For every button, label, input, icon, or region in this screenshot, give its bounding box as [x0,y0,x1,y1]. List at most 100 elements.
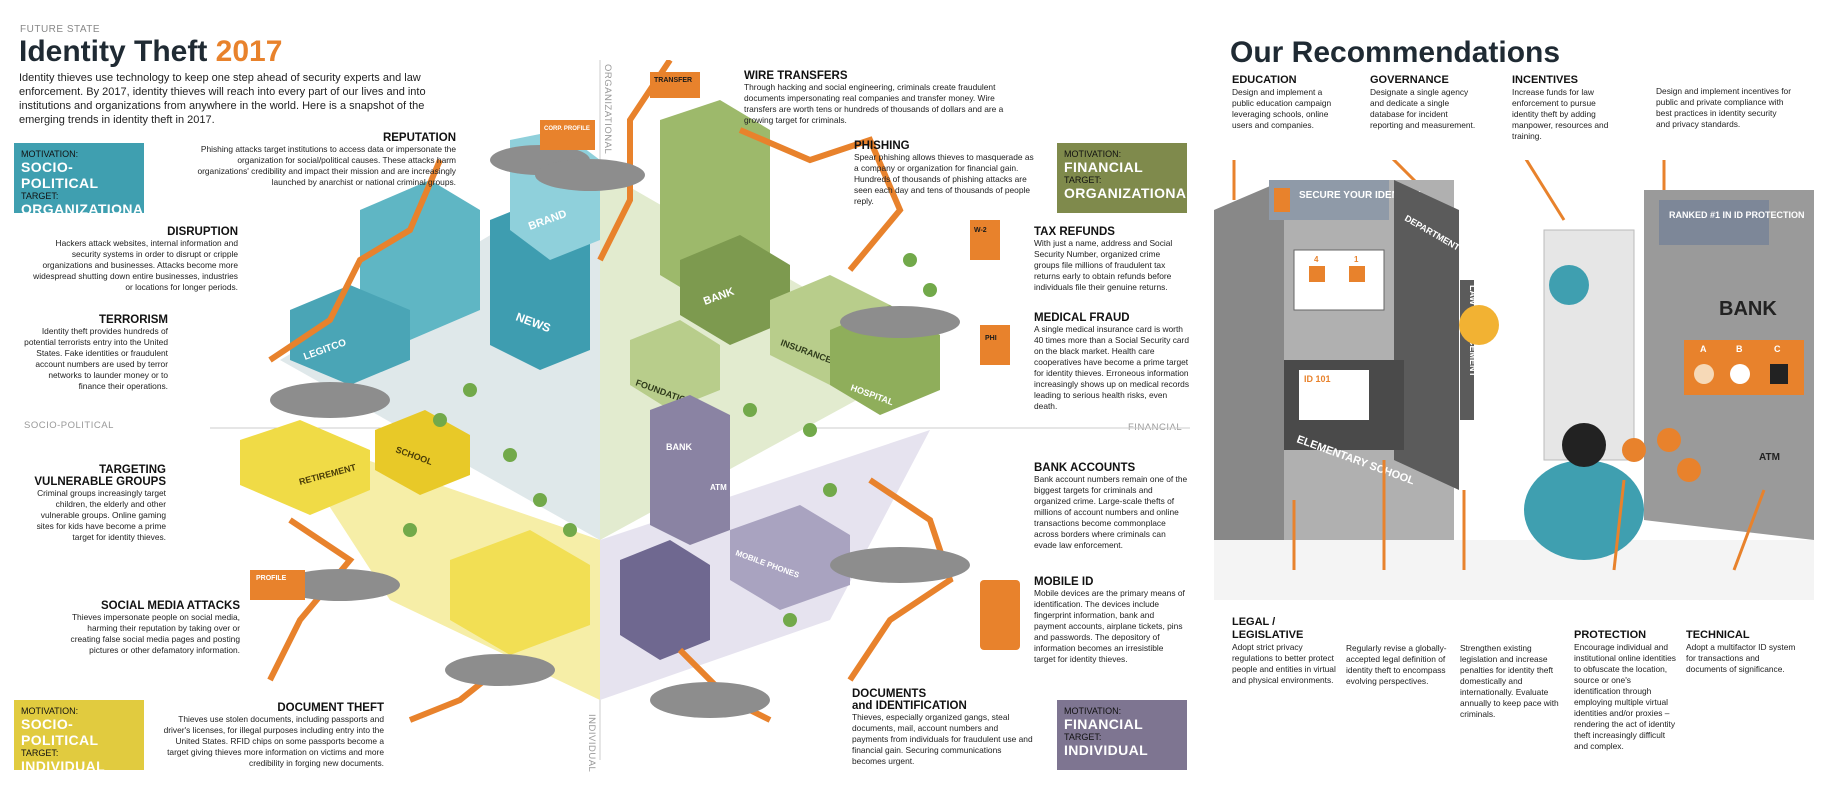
rec-legal-3-text: Strengthen existing legislation and incr… [1460,643,1559,719]
label-billboard: SECURE YOUR IDENTITY [1299,190,1421,201]
building-bank-green [680,235,790,345]
sun-circle [1459,305,1499,345]
keypad-icon [1770,364,1788,384]
man-head [1562,423,1606,467]
motivation-box-socio-org: MOTIVATION: SOCIO-POLITICAL TARGET: ORGA… [14,143,152,217]
board-note-1 [1309,266,1325,282]
rec-technical: TECHNICAL Adopt a multifactor ID system … [1686,629,1796,675]
ranked-sign [1659,200,1769,245]
target-value: ORGANIZATIONAL [21,201,153,217]
rec-governance-text: Designate a single agency and dedicate a… [1370,87,1476,130]
mobile-phone-icon [980,580,1020,650]
building-bank-purple [650,395,730,545]
section-targeting: TARGETING VULNERABLE GROUPS Criminal gro… [26,464,166,543]
transfer-sign [650,72,700,98]
eye-icon [1730,364,1750,384]
mobile-text: Mobile devices are the primary means of … [1034,588,1185,664]
section-social-media: SOCIAL MEDIA ATTACKS Thieves impersonate… [60,600,240,656]
targeting-heading-1: TARGETING [99,464,166,476]
rec-technical-text: Adopt a multifactor ID system for transa… [1686,642,1796,674]
pin-1 [1622,438,1646,462]
path-orange-6 [847,477,954,682]
target-label: TARGET: [21,748,59,758]
tax-heading: TAX REFUNDS [1034,226,1115,238]
label-atm-right: ATM [1759,452,1780,463]
connector-incentives [1524,160,1566,221]
motivation-value: FINANCIAL [1064,159,1144,175]
section-mobile-id: MOBILE ID Mobile devices are the primary… [1034,576,1186,665]
label-atm-city: ATM [710,483,727,492]
terrorism-heading: TERRORISM [99,314,168,326]
rec-governance: GOVERNANCE Designate a single agency and… [1370,74,1482,131]
section-document-theft: DOCUMENT THEFT Thieves use stolen docume… [154,702,384,769]
building-legitco [290,285,410,385]
street-illustration: SECURE YOUR IDENTITY 4 1 DEPARTMENT OF I… [1214,160,1814,600]
rec-legal: LEGAL / LEGISLATIVE Adopt strict privacy… [1232,616,1340,686]
page-title: Identity Theft 2017 [19,35,282,69]
cloud-6 [280,569,400,601]
label-bank-purple: BANK [666,442,692,452]
section-phishing: PHISHING Spear phishing allows thieves t… [854,140,1036,207]
recommendations-title: Our Recommendations [1230,36,1561,69]
rec-protection-text: Encourage individual and institutional o… [1574,642,1676,751]
phishing-text: Spear phishing allows thieves to masquer… [854,152,1034,206]
reputation-heading: REPUTATION [382,132,456,144]
rec-incentives-2: Design and implement incentives for publ… [1656,74,1792,130]
w2-form [970,220,1000,260]
label-abc-c: C [1774,344,1781,354]
target-value: ORGANIZATIONAL [1064,185,1196,201]
medical-heading: MEDICAL FRAUD [1034,312,1130,324]
document-text: Thieves use stolen documents, including … [163,714,384,768]
section-bank-accounts: BANK ACCOUNTS Bank account numbers remai… [1034,462,1190,551]
pin-2 [1657,428,1681,452]
building-retirement [240,420,370,515]
rec-education-heading: EDUCATION [1232,74,1297,86]
social-heading: SOCIAL MEDIA ATTACKS [100,600,240,612]
rec-legal-2: Regularly revise a globally-accepted leg… [1346,643,1452,687]
rec-incentives-2-text: Design and implement incentives for publ… [1656,86,1791,129]
label-corp-profile: CORP. PROFILE [544,126,590,132]
label-bank-right: BANK [1719,298,1777,320]
intro-text: Identity thieves use technology to keep … [19,72,426,126]
label-w2: W-2 [974,227,987,234]
city-illustration: NEWS BRAND LEGITCO BANK INSURANCE HOSPIT… [210,60,1190,760]
whiteboard [1293,249,1385,311]
section-medical-fraud: MEDICAL FRAUD A single medical insurance… [1034,312,1190,412]
board-note-2 [1349,266,1365,282]
rec-education-text: Design and implement a public education … [1232,87,1332,130]
rec-protection: PROTECTION Encourage individual and inst… [1574,629,1678,752]
connector-technical [1732,489,1766,571]
label-ranked: RANKED #1 IN ID PROTECTION [1669,210,1805,220]
wire-text: Through hacking and social engineering, … [744,82,1004,125]
motivation-label: MOTIVATION: [21,706,79,716]
school-board [1299,370,1369,420]
target-label: TARGET: [1064,175,1102,185]
documents-id-text: Thieves, especially organized gangs, ste… [852,712,1033,766]
motivation-box-fin-ind: MOTIVATION: FINANCIAL TARGET: INDIVIDUAL [1057,700,1187,770]
cloud-3 [535,159,645,191]
rec-legal-heading-1: LEGAL / [1232,616,1276,628]
label-phi: PHI [985,335,997,342]
cloud-8 [650,682,770,718]
label-abc-a: A [1700,344,1707,354]
fingerprint-icon [1694,364,1714,384]
axis-label-top: ORGANIZATIONAL [602,64,613,155]
motivation-value: SOCIO-POLITICAL [21,716,99,748]
section-tax-refunds: TAX REFUNDS With just a name, address an… [1034,226,1186,293]
building-teal-1 [360,180,480,340]
motivation-label: MOTIVATION: [1064,149,1122,159]
kicker: FUTURE STATE [20,24,101,35]
dept-building [1394,180,1459,490]
motivation-value: FINANCIAL [1064,716,1144,732]
rec-education: EDUCATION Design and implement a public … [1232,74,1342,131]
axis-label-bottom: INDIVIDUAL [586,714,597,773]
rec-governance-heading: GOVERNANCE [1370,74,1449,86]
motivation-box-socio-ind: MOTIVATION: SOCIO-POLITICAL TARGET: INDI… [14,700,144,774]
left-building-side [1214,180,1284,540]
path-orange-3 [738,127,904,272]
rec-protection-heading: PROTECTION [1574,629,1647,641]
mobile-heading: MOBILE ID [1034,576,1094,588]
motivation-label: MOTIVATION: [21,149,79,159]
cloud-7 [445,654,555,686]
targeting-text: Criminal groups increasingly target chil… [36,488,166,542]
